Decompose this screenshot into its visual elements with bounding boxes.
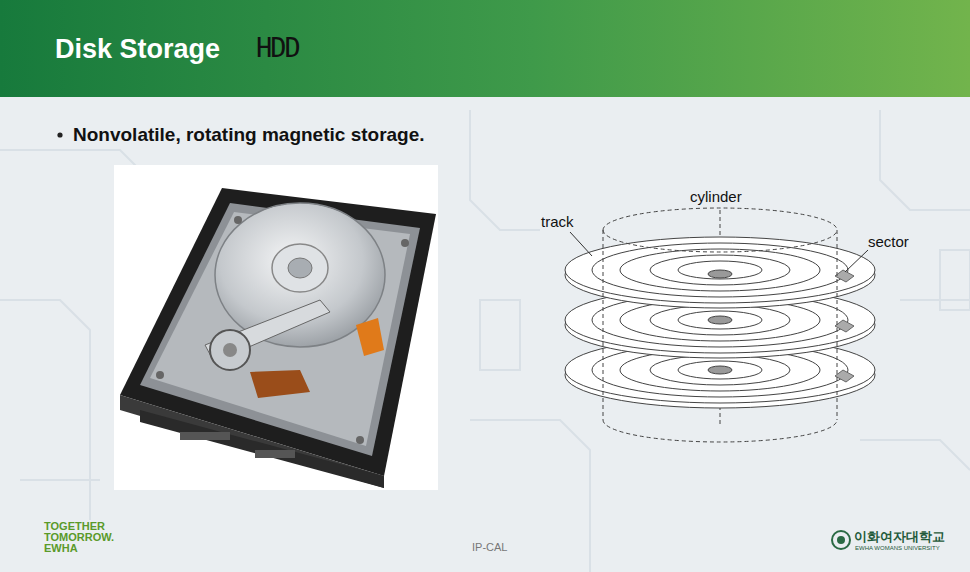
university-emblem (832, 531, 850, 549)
university-name-en: EWHA WOMANS UNIVERSITY (855, 545, 940, 552)
footer-text: IP-CAL (472, 541, 507, 554)
hdd-photo (114, 165, 438, 490)
footer-logo: TOGETHER TOMORROW. EWHA (44, 521, 124, 554)
slide-title: Disk Storage (55, 33, 220, 65)
diagram-label: sector (868, 233, 909, 251)
platter-diagram (565, 208, 875, 442)
university-name: 이화여자대학교 (854, 529, 945, 544)
handwritten-note: HDD (256, 32, 299, 64)
diagram-label: track (541, 213, 574, 231)
bullet-text: Nonvolatile, rotating magnetic storage. (73, 123, 425, 147)
diagram-label: cylinder (690, 188, 742, 206)
bullet-dot (57, 132, 62, 137)
